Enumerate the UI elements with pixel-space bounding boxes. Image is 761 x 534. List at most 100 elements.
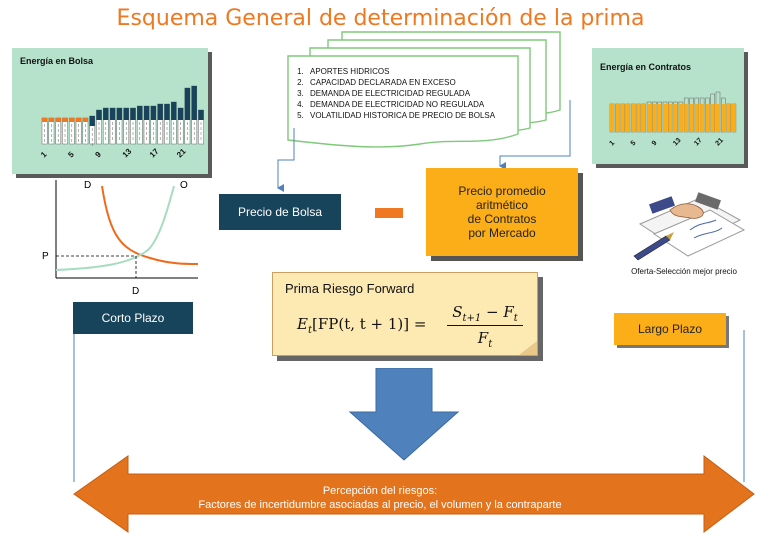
supply-demand-graph	[55, 180, 199, 279]
formula-num-rest: − F	[481, 303, 514, 321]
contratos-bar	[673, 104, 678, 132]
contratos-bar	[610, 104, 614, 132]
contratos-x-tick: 17	[693, 137, 704, 148]
bolsa-bar	[42, 118, 48, 122]
contratos-chart-title: Energía en Contratos	[600, 62, 692, 72]
formula-lhs: E	[297, 315, 308, 333]
bolsa-bar	[164, 104, 170, 120]
contratos-bar	[620, 104, 625, 132]
price-label: P	[42, 251, 49, 262]
contratos-bar	[716, 104, 720, 132]
contract-signing-icon	[633, 192, 746, 261]
handshake	[669, 203, 704, 219]
contratos-bar	[731, 104, 736, 132]
formula-mid: [FP(t, t + 1)] =	[311, 315, 427, 333]
contratos-bar	[710, 104, 715, 132]
offer-caption: Oferta-Selección mejor precio	[631, 267, 737, 276]
corto-plazo-box: Corto Plazo	[73, 302, 193, 334]
bolsa-bar	[130, 108, 136, 120]
bolsa-bar	[184, 88, 190, 120]
bolsa-bar	[116, 108, 122, 120]
contratos-bar	[678, 104, 683, 132]
bolsa-bar	[150, 106, 156, 120]
precio-bolsa-box: Precio de Bolsa	[219, 194, 341, 230]
contratos-bar	[631, 104, 636, 132]
document-sheet-front	[287, 55, 519, 148]
contratos-bar	[668, 104, 673, 132]
diagram-title: Esquema General de determinación de la p…	[116, 6, 645, 31]
contratos-bar	[647, 104, 652, 132]
bolsa-bar	[96, 110, 102, 120]
contratos-x-tick: 21	[714, 137, 725, 148]
contratos-bar	[657, 104, 662, 132]
demand-label-top: D	[84, 180, 92, 191]
contratos-bar	[684, 104, 689, 132]
bolsa-chart-title: Energía en Bolsa	[20, 56, 94, 66]
document-factor-list: APORTES HIDRICOS CAPACIDAD DECLARADA EN …	[290, 66, 512, 121]
contratos-bar	[663, 104, 667, 132]
bolsa-bar	[103, 108, 109, 120]
bolsa-bar	[110, 108, 116, 120]
contratos-bar	[625, 104, 630, 132]
banner-line-1: Percepción del riesgos:	[322, 485, 438, 497]
bolsa-bar	[137, 106, 143, 120]
contratos-bar	[705, 104, 710, 132]
banner-line-2: Factores de incertidumbre asociadas al p…	[198, 499, 562, 511]
bolsa-x-tick: 5	[66, 150, 76, 160]
formula-num-sub: t+1	[462, 313, 482, 324]
bolsa-bar	[178, 108, 184, 120]
formula-num-rest-sub: t	[513, 313, 518, 324]
supply-label: O	[180, 180, 188, 191]
contratos-bar	[694, 104, 699, 132]
contratos-x-tick: 5	[630, 140, 638, 148]
prima-title: Prima Riesgo Forward	[285, 281, 415, 296]
prima-riesgo-box: Prima Riesgo Forward Et[FP(t, t + 1)] = …	[272, 272, 538, 356]
bolsa-bar	[62, 118, 68, 122]
largo-plazo-box: Largo Plazo	[614, 313, 726, 345]
factor-item: APORTES HIDRICOS	[306, 66, 512, 77]
bolsa-bar	[123, 108, 129, 120]
contratos-x-tick: 1	[608, 140, 616, 148]
contratos-bar	[652, 104, 657, 132]
orange-dash	[375, 208, 403, 218]
demand-label-bottom: D	[132, 286, 140, 297]
bolsa-x-tick: 9	[93, 150, 103, 160]
contratos-bar	[636, 104, 641, 132]
bolsa-bar	[191, 86, 197, 120]
banner-text: Percepción del riesgos: Factores de ince…	[130, 484, 630, 512]
prima-formula: Et[FP(t, t + 1)] = St+1 − Ft Ft	[297, 303, 527, 351]
contratos-bar	[721, 104, 726, 132]
bolsa-x-tick: 1	[39, 150, 49, 160]
factor-item: CAPACIDAD DECLARADA EN EXCESO	[306, 77, 512, 88]
contratos-bar	[689, 104, 694, 132]
fraction-bar	[447, 325, 523, 326]
contratos-bar	[641, 104, 646, 132]
bolsa-bar	[76, 118, 82, 122]
page-curl-icon	[519, 341, 537, 355]
supply-curve	[55, 185, 175, 271]
bolsa-bar	[82, 118, 88, 122]
factor-item: DEMANDA DE ELECTRICIDAD REGULADA	[306, 88, 512, 99]
bolsa-bar	[157, 104, 163, 120]
connector-to-contratos	[499, 100, 571, 170]
document-stack	[287, 31, 561, 148]
bolsa-bar	[144, 106, 150, 120]
down-arrow-icon	[348, 368, 460, 461]
formula-num: S	[452, 303, 463, 321]
demand-curve	[101, 185, 199, 265]
bolsa-bar	[89, 116, 95, 126]
factor-item: VOLATILIDAD HISTORICA DE PRECIO DE BOLSA	[306, 110, 512, 121]
formula-den-sub: t	[488, 339, 493, 350]
bolsa-bar	[48, 118, 54, 122]
contratos-bar	[726, 104, 731, 132]
bolsa-bar	[55, 118, 61, 122]
connector-to-bolsa	[277, 128, 295, 192]
bolsa-bar	[171, 102, 177, 120]
contratos-bar	[615, 104, 620, 132]
contratos-x-tick: 9	[651, 140, 659, 148]
